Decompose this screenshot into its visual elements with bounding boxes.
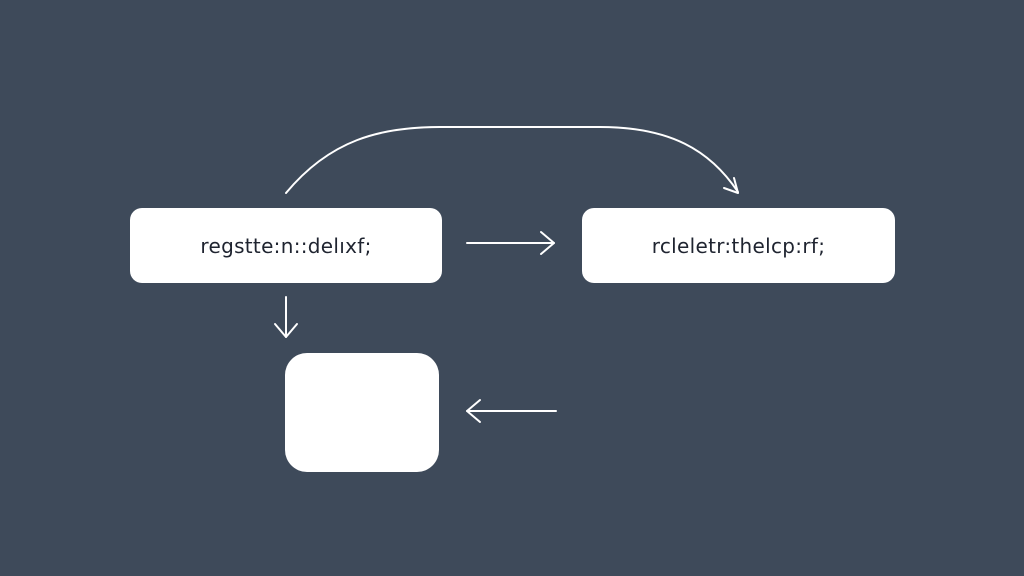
node-left-label: regstte:n::delıxf; (200, 233, 372, 258)
node-bottom-empty[interactable] (285, 353, 439, 472)
node-right-label: rcleletr:thelcp:rf; (651, 233, 826, 258)
arrow-leftward-head (466, 399, 481, 423)
node-left[interactable]: regstte:n::delıxf; (130, 208, 442, 283)
node-right[interactable]: rcleletr:thelcp:rf; (582, 208, 895, 283)
curved-arrow-left-to-right (285, 126, 739, 194)
arrow-down-head (274, 323, 298, 338)
arrow-left-to-right-head (540, 231, 555, 255)
curved-arrow-head (723, 177, 739, 194)
